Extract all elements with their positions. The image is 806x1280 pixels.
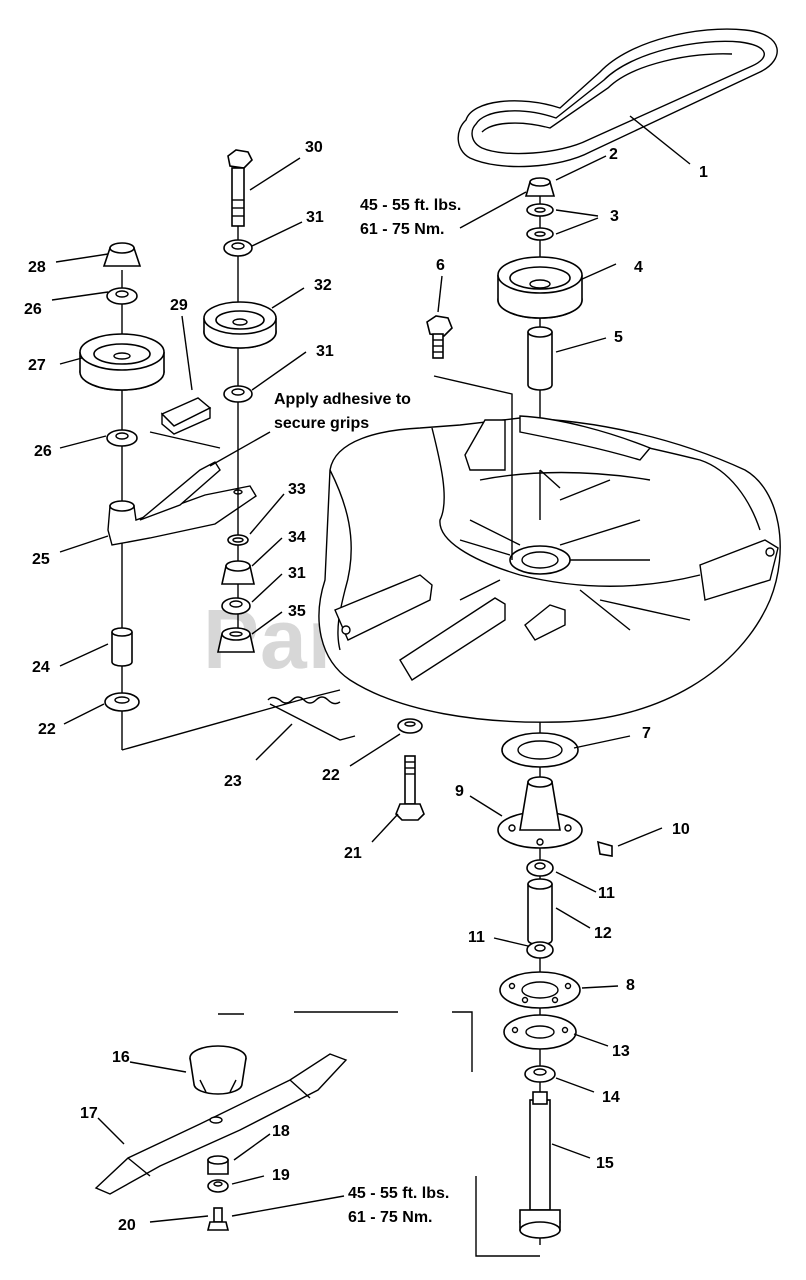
callout-26-upper: 26 <box>24 301 42 318</box>
washer-part-18 <box>207 1155 229 1175</box>
washer-part-31-top <box>223 239 253 257</box>
washer-part-22-right <box>397 718 423 734</box>
callout-31-bottom: 31 <box>288 565 306 582</box>
callout-4: 4 <box>634 259 643 276</box>
spring-part-23 <box>267 696 356 741</box>
nut-part-28 <box>102 242 142 267</box>
plate-part-8 <box>499 971 581 1009</box>
washer-part-26-lower <box>106 429 138 447</box>
spindle-housing-part-9 <box>497 776 583 849</box>
spacer-part-5 <box>527 326 553 391</box>
callout-31-top: 31 <box>306 209 324 226</box>
blade-adapter-part-16 <box>189 1045 247 1095</box>
callout-16: 16 <box>112 1049 130 1066</box>
callout-22-right: 22 <box>322 767 340 784</box>
callout-21: 21 <box>344 845 362 862</box>
bearing-part-11-lower <box>526 941 554 959</box>
v-belt <box>457 28 778 168</box>
bearing-part-11-upper <box>526 859 554 877</box>
callout-labels: 1 2 3 4 5 6 7 8 9 10 11 11 12 13 14 15 1… <box>24 139 708 1234</box>
callout-27: 27 <box>28 357 46 374</box>
callout-19: 19 <box>272 1167 290 1184</box>
callout-1: 1 <box>699 164 708 181</box>
callout-18: 18 <box>272 1123 290 1140</box>
notes: 45 - 55 ft. lbs. 61 - 75 Nm. Apply adhes… <box>274 197 461 1226</box>
idler-arm-part-25 <box>107 461 257 546</box>
callout-25: 25 <box>32 551 50 568</box>
pulley-part-4 <box>497 256 583 319</box>
callout-29: 29 <box>170 297 188 314</box>
grease-fitting-part-10 <box>597 840 613 857</box>
callout-28: 28 <box>28 259 46 276</box>
callout-11-upper: 11 <box>598 885 615 902</box>
nut-part-2 <box>524 177 556 197</box>
washer-part-31-mid <box>223 385 253 403</box>
bearing-part-7 <box>501 732 579 768</box>
callout-33: 33 <box>288 481 306 498</box>
callout-11-lower: 11 <box>468 929 485 946</box>
callout-8: 8 <box>626 977 635 994</box>
callout-32: 32 <box>314 277 332 294</box>
spacer-part-24 <box>111 627 133 667</box>
spacer-part-12 <box>527 878 553 946</box>
washer-part-14 <box>524 1065 556 1083</box>
bolt-part-6 <box>426 315 453 359</box>
torque-note-bottom-line1: 45 - 55 ft. lbs. <box>348 1185 449 1202</box>
washers-part-3 <box>526 203 554 241</box>
callout-14: 14 <box>602 1089 620 1106</box>
callout-7: 7 <box>642 725 651 742</box>
callout-34: 34 <box>288 529 306 546</box>
callout-23: 23 <box>224 773 242 790</box>
callout-30: 30 <box>305 139 323 156</box>
adhesive-note-line1: Apply adhesive to <box>274 391 411 408</box>
washer-part-19 <box>207 1179 229 1193</box>
callout-17: 17 <box>80 1105 98 1122</box>
nut-part-35 <box>217 627 255 653</box>
callout-10: 10 <box>672 821 690 838</box>
washer-part-22-left <box>104 692 140 712</box>
bolt-part-21 <box>395 755 425 821</box>
adhesive-note-line2: secure grips <box>274 415 369 432</box>
callout-12: 12 <box>594 925 612 942</box>
callout-5: 5 <box>614 329 623 346</box>
blade-part-17 <box>94 1053 348 1195</box>
lock-washer-part-33 <box>227 534 249 546</box>
callout-20: 20 <box>118 1217 136 1234</box>
callout-2: 2 <box>609 146 618 163</box>
bolt-part-30 <box>227 149 253 227</box>
torque-note-bottom-line2: 61 - 75 Nm. <box>348 1209 432 1226</box>
nut-part-34 <box>221 560 255 585</box>
callout-24: 24 <box>32 659 50 676</box>
pulley-part-32 <box>203 301 277 349</box>
idler-pulley-part-27 <box>79 333 165 391</box>
callout-13: 13 <box>612 1043 630 1060</box>
callout-31-mid: 31 <box>316 343 334 360</box>
callout-15: 15 <box>596 1155 614 1172</box>
plate-part-13 <box>503 1014 577 1050</box>
torque-note-top-line1: 45 - 55 ft. lbs. <box>360 197 461 214</box>
mower-deck <box>318 415 781 723</box>
torque-note-top-line2: 61 - 75 Nm. <box>360 221 444 238</box>
callout-3: 3 <box>610 208 619 225</box>
bolt-part-20 <box>206 1207 230 1231</box>
callout-22-left: 22 <box>38 721 56 738</box>
leader-lines <box>51 115 691 1223</box>
callout-26-lower: 26 <box>34 443 52 460</box>
callout-35: 35 <box>288 603 306 620</box>
washer-part-31-bottom <box>221 597 251 615</box>
callout-6: 6 <box>436 257 445 274</box>
grip-part-29 <box>160 397 212 435</box>
callout-9: 9 <box>455 783 464 800</box>
spindle-shaft-part-15 <box>519 1091 561 1239</box>
washer-part-26-upper <box>106 287 138 305</box>
